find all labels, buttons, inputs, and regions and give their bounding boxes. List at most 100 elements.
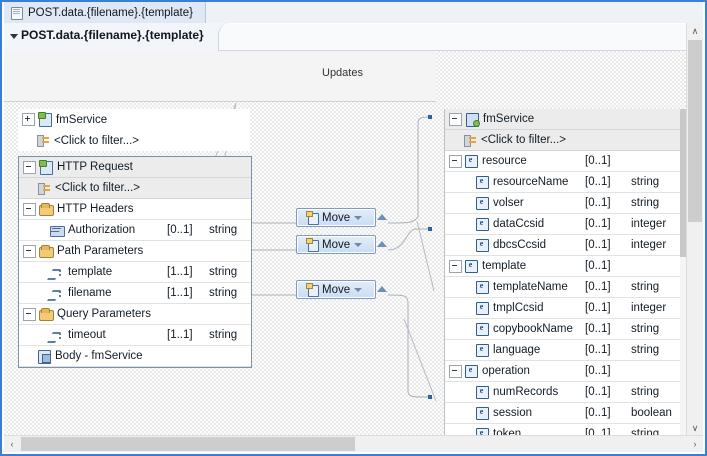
editor-tab-label: POST.data.{filename}.{template}: [28, 6, 193, 19]
transform-expand-handle[interactable]: [377, 286, 387, 292]
tree-row[interactable]: resourceName[0..1]string: [445, 172, 687, 193]
scroll-down-arrow-icon[interactable]: ∨: [691, 423, 699, 433]
caret-down-icon[interactable]: [354, 215, 363, 220]
horizontal-scroll-thumb[interactable]: [21, 437, 355, 451]
tree-row[interactable]: Authorization[0..1]string: [19, 220, 251, 241]
occurrence-label: [1..1]: [167, 329, 193, 341]
tree-row[interactable]: dataCcsid[0..1]integer: [445, 214, 687, 235]
type-label: string: [209, 224, 238, 236]
tree-row-label: numRecords: [493, 386, 559, 398]
type-label: string: [631, 281, 660, 293]
vertical-scrollbar[interactable]: ∧ ∨: [686, 23, 703, 436]
element-icon: [476, 406, 489, 420]
triangle-down-icon[interactable]: [10, 33, 18, 39]
expander-minus-icon[interactable]: [23, 160, 36, 174]
editor-tab[interactable]: POST.data.{filename}.{template}: [4, 2, 206, 23]
element-icon: [476, 343, 489, 357]
scroll-up-arrow-icon[interactable]: ∧: [691, 26, 699, 36]
tree-row[interactable]: template[1..1]string: [19, 262, 251, 283]
expander-minus-icon[interactable]: [23, 244, 36, 258]
right-root-filter-label: <Click to filter...>: [481, 134, 567, 146]
tree-row-label: resource: [482, 155, 527, 167]
scroll-left-arrow-icon[interactable]: ‹: [10, 439, 14, 449]
tree-row[interactable]: templateName[0..1]string: [445, 277, 687, 298]
transform-expand-handle[interactable]: [377, 241, 387, 247]
tree-row[interactable]: session[0..1]boolean: [445, 403, 687, 424]
horizontal-scrollbar[interactable]: ‹ ›: [4, 435, 703, 452]
caret-down-icon[interactable]: [354, 287, 363, 292]
left-root-filter-row[interactable]: <Click to filter...>: [18, 130, 250, 151]
expander-plus-icon[interactable]: [22, 113, 35, 126]
tree-row[interactable]: operation[0..1]: [445, 361, 687, 382]
mapping-canvas: Updates: [4, 51, 687, 436]
right-tree-scroll-thumb[interactable]: [680, 109, 687, 257]
right-root-row[interactable]: fmService: [445, 109, 687, 130]
expander-minus-icon[interactable]: [449, 154, 462, 168]
tree-row[interactable]: HTTP Headers: [19, 199, 251, 220]
expander-minus-icon[interactable]: [23, 307, 36, 321]
tree-row[interactable]: filename[1..1]string: [19, 283, 251, 304]
transform-expand-handle[interactable]: [377, 214, 387, 220]
right-root-label: fmService: [483, 113, 535, 125]
occurrence-label: [0..1]: [585, 344, 611, 356]
tree-row[interactable]: volser[0..1]string: [445, 193, 687, 214]
occurrence-label: [0..1]: [585, 281, 611, 293]
occurrence-label: [0..1]: [585, 407, 611, 419]
element-icon: [465, 259, 478, 273]
expander-minus-icon[interactable]: [23, 202, 36, 216]
occurrence-label: [0..1]: [585, 197, 611, 209]
tree-row[interactable]: tmplCcsid[0..1]integer: [445, 298, 687, 319]
type-label: string: [631, 176, 660, 188]
parameter-icon: [50, 329, 64, 342]
left-request-filter-label: <Click to filter...>: [55, 182, 141, 194]
tree-row[interactable]: language[0..1]string: [445, 340, 687, 361]
transform-label: Move: [322, 283, 351, 296]
expander-spacer: [462, 408, 473, 419]
occurrence-label: [0..1]: [585, 386, 611, 398]
tree-row[interactable]: token[0..1]string: [445, 424, 687, 436]
tree-row[interactable]: numRecords[0..1]string: [445, 382, 687, 403]
tree-row[interactable]: dbcsCcsid[0..1]integer: [445, 235, 687, 256]
editor-tab-bar: POST.data.{filename}.{template}: [4, 2, 703, 24]
transform-move-box[interactable]: Move: [296, 235, 387, 254]
service-response-icon: [465, 112, 480, 127]
expander-spacer: [462, 219, 473, 230]
left-root-row[interactable]: fmService: [18, 109, 250, 130]
right-root-filter-row[interactable]: <Click to filter...>: [445, 130, 687, 151]
vertical-scroll-thumb[interactable]: [688, 40, 702, 222]
element-icon: [476, 238, 489, 252]
tree-row-label: HTTP Headers: [57, 203, 134, 215]
scroll-right-arrow-icon[interactable]: ›: [693, 439, 697, 449]
transform-move-box[interactable]: Move: [296, 208, 387, 227]
caret-down-icon[interactable]: [354, 242, 363, 247]
left-request-filter-row[interactable]: <Click to filter...>: [19, 178, 251, 199]
tree-row[interactable]: Path Parameters: [19, 241, 251, 262]
tree-row-label: Body - fmService: [55, 350, 143, 362]
tree-row[interactable]: copybookName[0..1]string: [445, 319, 687, 340]
tree-row[interactable]: Query Parameters: [19, 304, 251, 325]
expander-spacer: [36, 225, 47, 236]
left-request-row[interactable]: HTTP Request: [19, 157, 251, 178]
expander-spacer: [36, 267, 47, 278]
tree-row[interactable]: template[0..1]: [445, 256, 687, 277]
tree-row[interactable]: Body - fmService: [19, 346, 251, 367]
element-icon: [476, 301, 489, 315]
section-title: POST.data.{filename}.{template}: [21, 28, 204, 42]
type-label: string: [209, 329, 238, 341]
tree-row[interactable]: resource[0..1]: [445, 151, 687, 172]
expander-minus-icon[interactable]: [449, 364, 462, 378]
occurrence-label: [1..1]: [167, 287, 193, 299]
expander-spacer: [462, 198, 473, 209]
parameter-icon: [50, 287, 64, 300]
tree-row[interactable]: timeout[1..1]string: [19, 325, 251, 346]
section-title-group[interactable]: POST.data.{filename}.{template}: [10, 28, 204, 42]
occurrence-label: [0..1]: [585, 239, 611, 251]
element-icon: [476, 427, 489, 436]
expander-minus-icon[interactable]: [449, 112, 462, 126]
transform-move-box[interactable]: Move: [296, 280, 387, 299]
right-tree-scrollbar[interactable]: [680, 109, 687, 436]
folder-icon: [39, 307, 54, 321]
expander-minus-icon[interactable]: [449, 259, 462, 273]
occurrence-label: [0..1]: [585, 218, 611, 230]
left-root-label: fmService: [56, 113, 108, 126]
